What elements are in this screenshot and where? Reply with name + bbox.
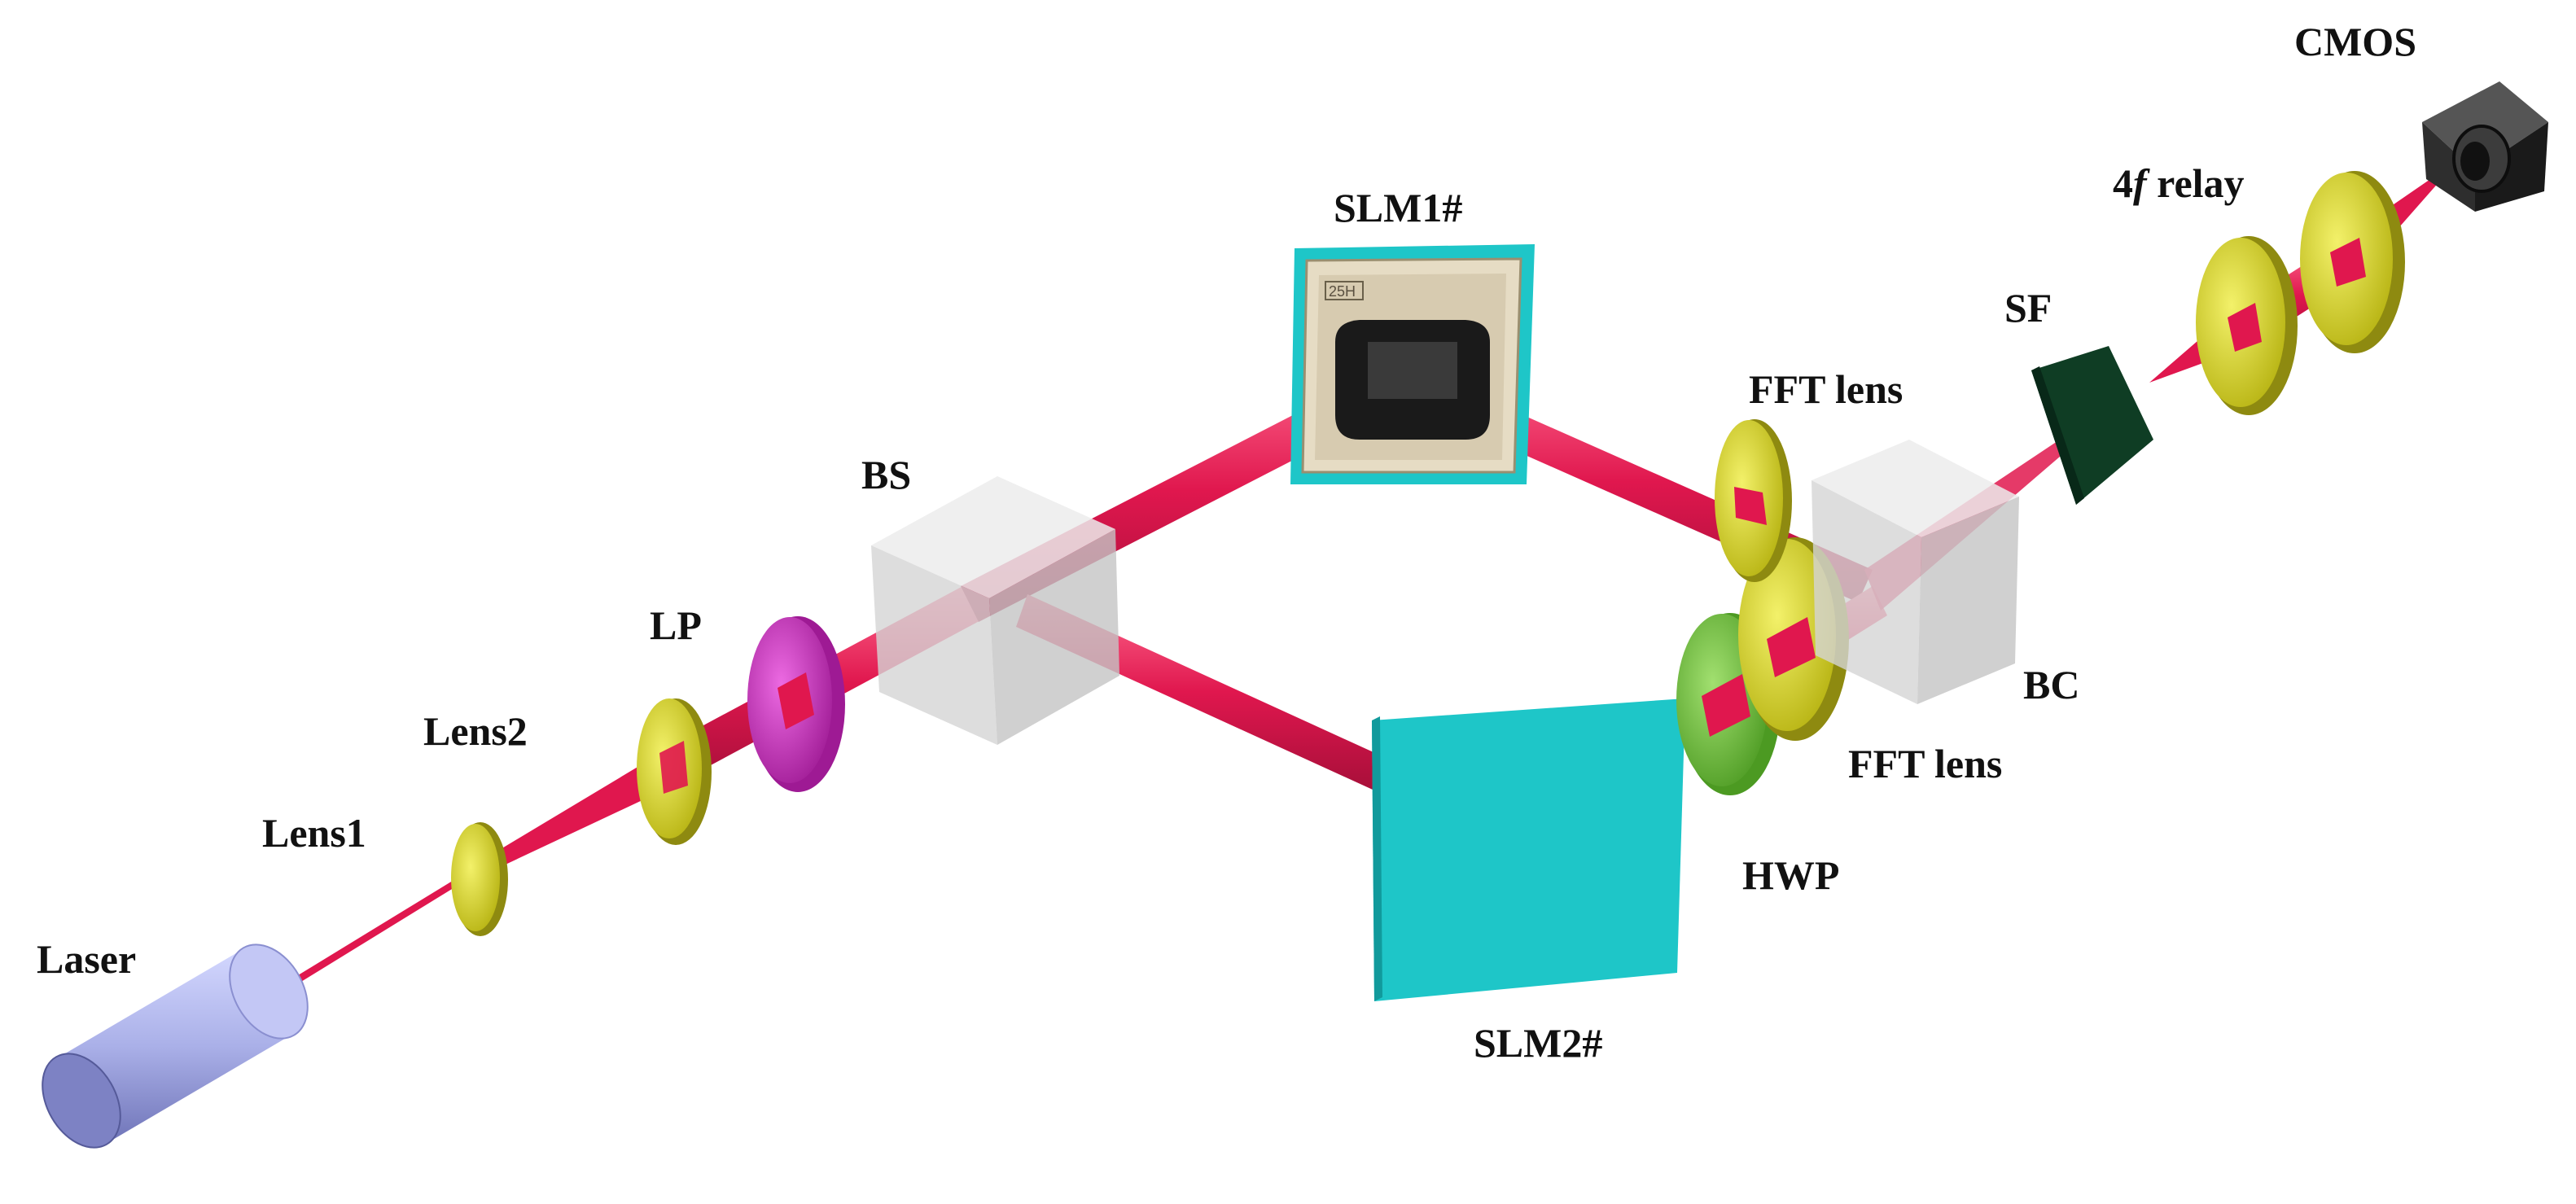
spatial-filter (2031, 346, 2153, 505)
label-bc: BC (2023, 662, 2079, 707)
label-fft-lens-top: FFT lens (1749, 366, 1903, 412)
label-sf: SF (2004, 285, 2052, 331)
laser-source (42, 943, 309, 1149)
relay-lens-1 (2196, 236, 2298, 415)
beam-expanding-cone (488, 749, 686, 869)
label-bs: BS (861, 452, 911, 497)
slm1-chip-text: 25H (1329, 283, 1356, 300)
label-lens2: Lens2 (423, 708, 528, 754)
label-4f-relay-prefix: 4 (2113, 160, 2133, 206)
component-labels: Laser Lens1 Lens2 LP BS SLM1# FFT lens B… (37, 19, 2416, 1066)
label-lp: LP (650, 602, 702, 648)
label-fft-lens-bottom: FFT lens (1848, 741, 2002, 786)
linear-polarizer (747, 616, 845, 792)
fft-lens-top (1715, 419, 1792, 582)
lens1 (451, 822, 508, 936)
cmos-camera (2422, 81, 2548, 212)
slm2-device (1372, 698, 1685, 1001)
label-4f-relay-italic: f (2133, 160, 2150, 206)
label-hwp: HWP (1742, 852, 1839, 898)
label-slm2: SLM2# (1474, 1020, 1602, 1066)
lens2 (637, 698, 712, 845)
label-cmos: CMOS (2294, 19, 2416, 64)
slm1-device: 25H (1290, 244, 1535, 484)
beam-splitter-cube (871, 476, 1119, 745)
label-lens1: Lens1 (262, 810, 366, 856)
label-slm1: SLM1# (1334, 185, 1462, 230)
beam-laser-to-lens1 (269, 859, 492, 1000)
label-laser: Laser (37, 936, 136, 982)
label-4f-relay-suffix: relay (2147, 160, 2245, 206)
beam-combiner-cube (1812, 440, 2019, 704)
relay-lens-2 (2300, 171, 2405, 353)
label-4f-relay: 4f relay (2113, 160, 2245, 206)
